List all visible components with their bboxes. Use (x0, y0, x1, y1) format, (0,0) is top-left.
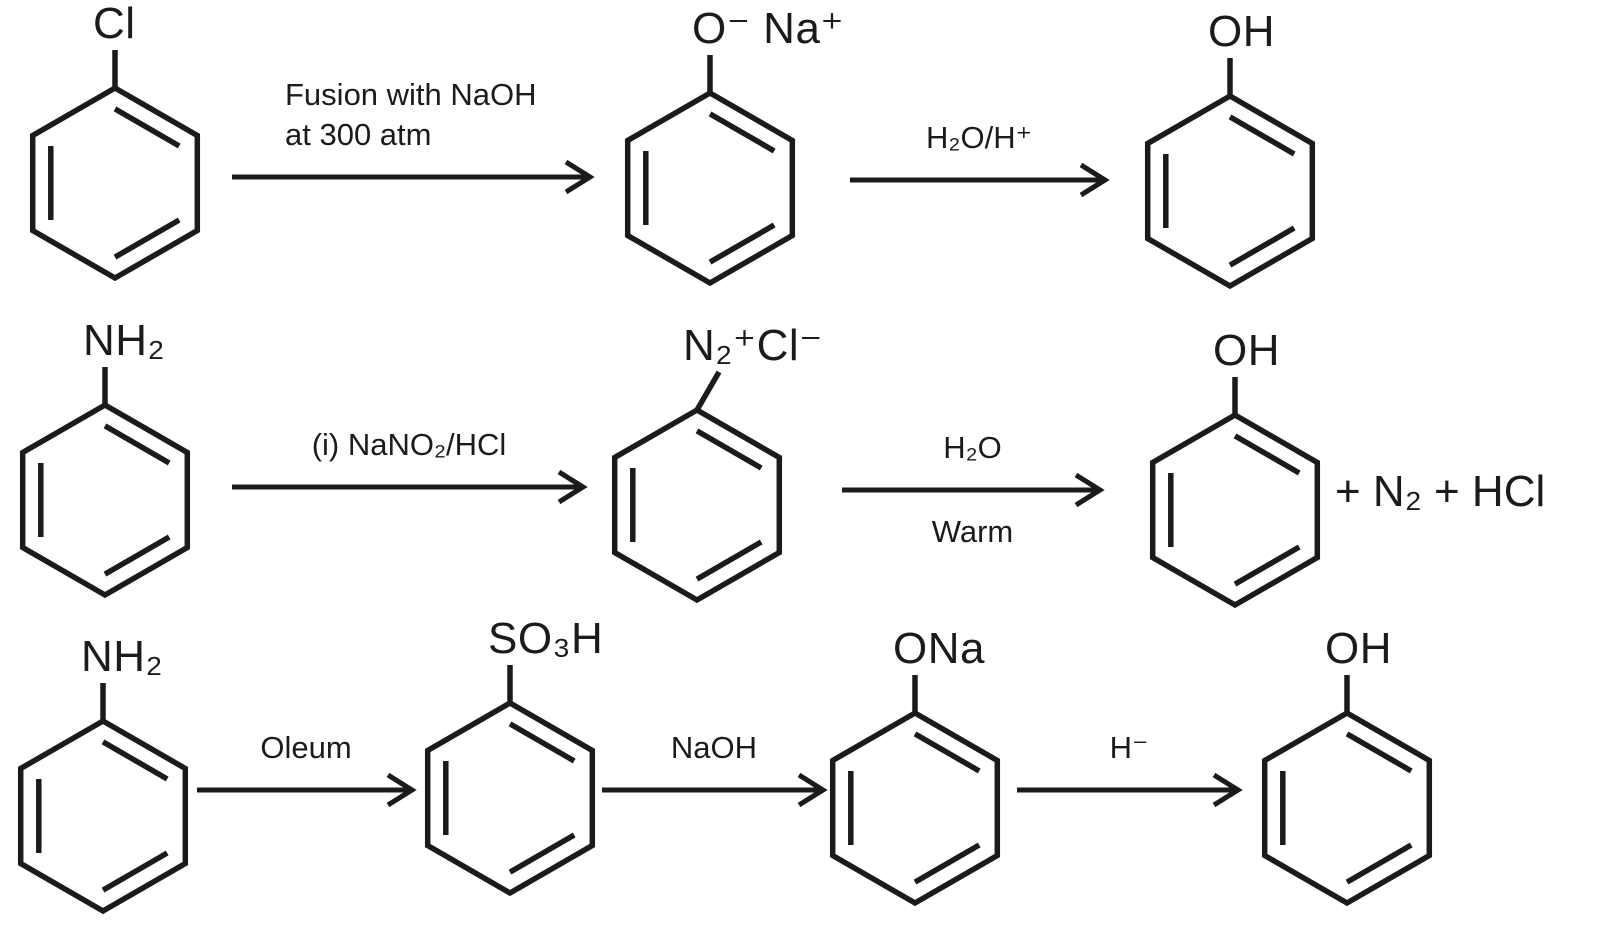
benzene-ring-icon (420, 665, 600, 899)
arrow-condition-text: H₂O (943, 430, 1002, 465)
arrow-condition-text: NaOH (670, 730, 758, 765)
arrow-naoh: NaOH (600, 728, 828, 812)
right-arrow-icon (850, 162, 1110, 198)
benzene-ring-icon (620, 55, 800, 289)
arrow-fusion-naoh: Fusion with NaOH at 300 atm (230, 75, 595, 199)
arrow-condition-text: (i) NaNO₂/HCl (311, 427, 507, 462)
arrow-oleum: Oleum (195, 728, 417, 812)
arrow-warm-water: H₂O Warm (840, 428, 1105, 552)
right-arrow-icon (232, 159, 595, 195)
substituent-label: OH (1208, 7, 1275, 56)
substituent-label: ONa (893, 624, 985, 673)
right-arrow-icon (197, 772, 417, 808)
right-arrow-icon (602, 772, 828, 808)
arrow-acidification: H⁻ (1015, 728, 1243, 812)
right-arrow-icon (232, 469, 588, 505)
substituent-label: NH₂ (81, 632, 164, 681)
molecule-benzenediazonium-chloride: N₂⁺Cl⁻ (607, 321, 823, 606)
molecule-aniline: NH₂ (15, 317, 195, 601)
molecule-chlorobenzene: Cl (25, 0, 205, 284)
molecule-phenol: OH (1145, 327, 1325, 611)
molecule-sodium-phenoxide: O⁻ Na⁺ (620, 4, 845, 289)
arrow-condition-text: Warm (931, 514, 1014, 549)
benzene-ring-icon (15, 367, 195, 601)
arrow-condition-text: Oleum (260, 730, 352, 765)
substituent-label: SO₃H (488, 614, 604, 663)
arrow-condition-text: at 300 atm (285, 117, 432, 152)
substituent-label: OH (1213, 326, 1280, 375)
benzene-ring-icon (1257, 675, 1437, 909)
substituent-label: NH₂ (83, 316, 166, 365)
substituent-label: O⁻ Na⁺ (692, 4, 845, 53)
benzene-ring-icon (607, 370, 787, 606)
right-arrow-icon (1017, 772, 1243, 808)
arrow-hydrolysis: H₂O/H⁺ (848, 118, 1110, 202)
substituent-label: Cl (93, 0, 136, 48)
molecule-benzenesulfonic-acid: SO₃H (420, 614, 604, 899)
molecule-sodium-phenoxide: ONa (825, 625, 1005, 909)
byproducts-text: + N₂ + HCl (1335, 467, 1546, 516)
molecule-phenol: OH (1140, 8, 1320, 292)
arrow-condition-text: Fusion with NaOH (285, 77, 537, 112)
molecule-phenol: OH (1257, 625, 1437, 909)
substituent-label: OH (1325, 624, 1392, 673)
right-arrow-icon (842, 472, 1105, 508)
benzene-ring-icon (825, 675, 1005, 909)
benzene-ring-icon (1145, 377, 1325, 611)
benzene-ring-icon (25, 50, 205, 284)
benzene-ring-icon (1140, 58, 1320, 292)
substituent-label: N₂⁺Cl⁻ (683, 321, 823, 370)
arrow-condition-text: H⁻ (1109, 730, 1149, 765)
molecule-aniline: NH₂ (13, 633, 193, 917)
arrow-diazotization: (i) NaNO₂/HCl (230, 425, 588, 509)
arrow-condition-text: H₂O/H⁺ (926, 120, 1032, 155)
benzene-ring-icon (13, 683, 193, 917)
